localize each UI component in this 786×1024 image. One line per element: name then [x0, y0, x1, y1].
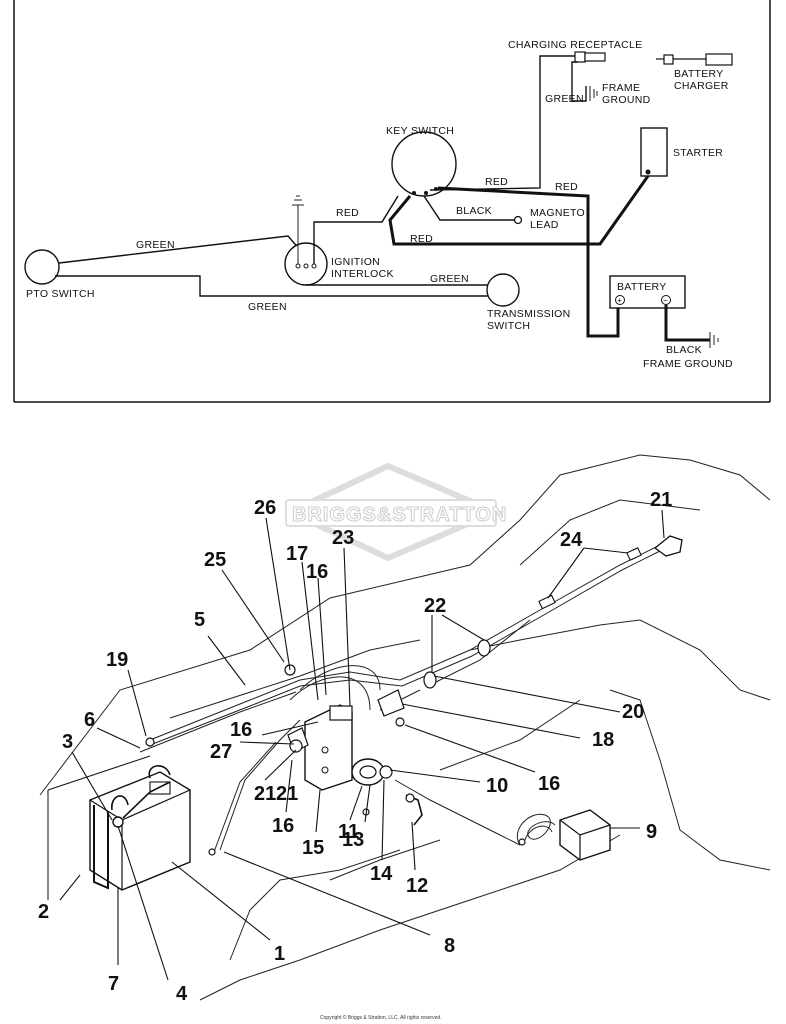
callout-26: 26 [254, 497, 276, 519]
callout-25: 25 [204, 549, 226, 571]
schematic-frame [13, 0, 771, 403]
charging-receptacle-label: CHARGING RECEPTACLE [508, 39, 642, 51]
callout-16-right: 16 [538, 773, 560, 795]
tractor-body-outline [39, 454, 771, 1001]
green-wire-label-bottom: GREEN [248, 301, 287, 313]
callout-12: 12 [406, 875, 428, 897]
callout-27: 27 [210, 741, 232, 763]
callout-8: 8 [444, 935, 455, 957]
callout-21-top: 21 [650, 489, 672, 511]
transmission-switch-label-1: TRANSMISSION [487, 308, 571, 320]
battery-label: BATTERY [617, 281, 667, 293]
callout-21-mid: 21 [254, 783, 276, 805]
black-wire-ground [664, 305, 710, 342]
callout-6: 6 [84, 709, 95, 731]
callout-16-top: 16 [306, 561, 328, 583]
green-wire-bottom [55, 275, 490, 297]
battery-charger-plug-symbol [656, 53, 733, 66]
copyright-notice: Copyright © Briggs & Stratton, LLC. All … [320, 1014, 442, 1021]
callout-5: 5 [194, 609, 205, 631]
red-wire-heavy-loop [388, 195, 588, 246]
starter-label: STARTER [673, 147, 723, 159]
starter-symbol [640, 127, 668, 177]
magneto-lead-label-1: MAGNETO [530, 207, 585, 219]
wiring-harness [139, 535, 683, 856]
transmission-switch-symbol [486, 273, 520, 307]
callout-13: 13 [342, 829, 364, 851]
callout-21-extra: 21 [276, 783, 298, 805]
callout-23: 23 [332, 527, 354, 549]
black-wire-label-ground: BLACK [666, 344, 702, 356]
red-wire-heavy-starter [588, 175, 650, 246]
green-wire-label-trans: GREEN [430, 273, 469, 285]
red-wire-label-interlock: RED [336, 207, 359, 219]
svg-text:−: − [663, 296, 668, 305]
pto-switch-label: PTO SWITCH [26, 288, 95, 300]
green-receptacle-label: GREEN [545, 93, 584, 105]
callout-10: 10 [486, 775, 508, 797]
briggs-stratton-watermark: BRIGGS&STRATTON [282, 462, 507, 562]
callout-17: 17 [286, 543, 308, 565]
pto-switch-symbol [24, 249, 60, 285]
transmission-switch-label-2: SWITCH [487, 320, 530, 332]
red-wire-label-receptacle: RED [485, 176, 508, 188]
battery-assembly [47, 755, 191, 900]
frame-ground-bottom-label: FRAME GROUND [643, 358, 733, 370]
interlock-ground [292, 195, 304, 264]
watermark-text: BRIGGS&STRATTON [292, 504, 507, 526]
switch-bracket-assembly [287, 689, 423, 826]
callout-3: 3 [62, 731, 73, 753]
frame-ground-top-label-2: GROUND [602, 94, 651, 106]
frame-ground-top-label-1: FRAME [602, 82, 640, 94]
callout-leaders [59, 509, 665, 981]
green-wire-pto-interlock [58, 235, 301, 264]
callout-11: 11 [338, 821, 359, 843]
callout-16-bottom: 16 [272, 815, 294, 837]
callout-7: 7 [108, 973, 119, 995]
callout-2: 2 [38, 901, 49, 923]
key-switch-symbol [391, 131, 457, 197]
svg-text:+: + [617, 296, 622, 305]
key-switch-label: KEY SWITCH [386, 125, 454, 137]
battery-charger-assembly [517, 809, 611, 861]
red-wire-label-battery: RED [555, 181, 578, 193]
callout-22: 22 [424, 595, 446, 617]
battery-charger-label-2: CHARGER [674, 80, 729, 92]
magneto-lead-label-2: LEAD [530, 219, 559, 231]
callout-20: 20 [622, 701, 644, 723]
red-wire-heavy-battery [437, 186, 620, 338]
battery-symbol [609, 275, 686, 309]
callout-4: 4 [176, 983, 188, 1005]
callout-15: 15 [302, 837, 324, 859]
callout-16-left: 16 [230, 719, 252, 741]
callout-9: 9 [646, 821, 657, 843]
charging-receptacle-symbol [574, 51, 586, 63]
green-wire-label-pto: GREEN [136, 239, 175, 251]
black-wire-magneto [423, 195, 514, 221]
callout-14: 14 [370, 863, 393, 885]
ignition-interlock-label-2: INTERLOCK [331, 268, 394, 280]
black-wire-label-magneto: BLACK [456, 205, 492, 217]
red-wire-key-receptacle [429, 55, 575, 191]
red-wire-label-loop: RED [410, 233, 433, 245]
ignition-interlock-label-1: IGNITION [331, 256, 380, 268]
battery-charger-label-1: BATTERY [674, 68, 724, 80]
callout-numbers: 1 2 3 4 5 6 7 8 9 10 11 12 13 14 15 16 1… [38, 489, 672, 1005]
callout-24: 24 [560, 529, 583, 551]
callout-19: 19 [106, 649, 128, 671]
callout-18: 18 [592, 729, 614, 751]
red-wire-interlock-key [313, 195, 399, 264]
callout-1: 1 [274, 943, 285, 965]
